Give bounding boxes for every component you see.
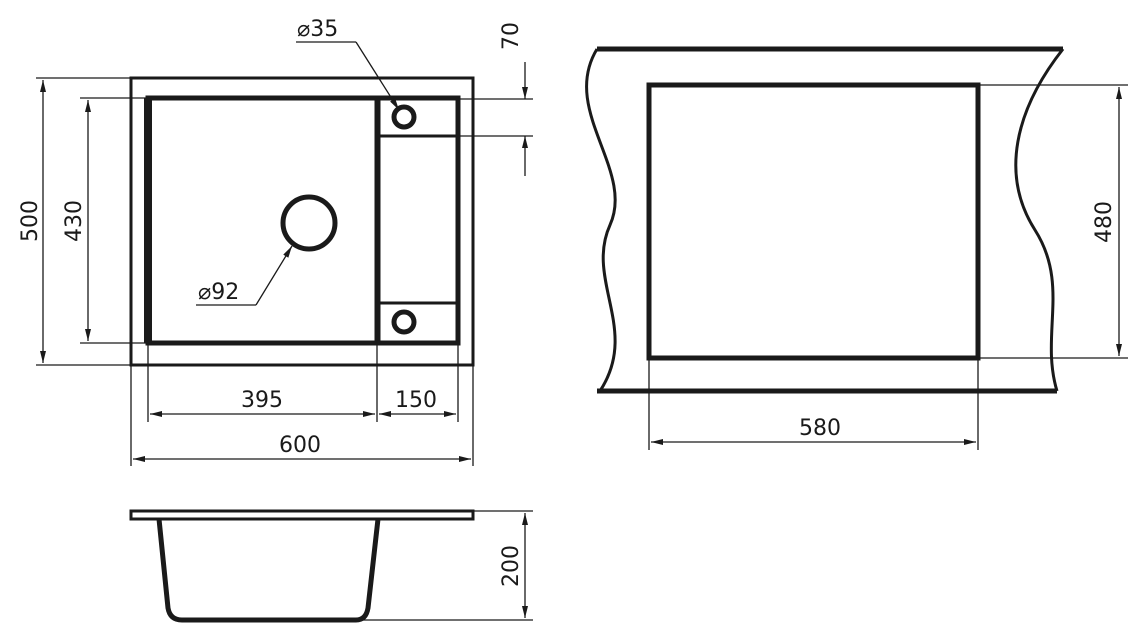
drainer-shelf-outline (375, 95, 461, 346)
bowl-height-label: 200 (499, 545, 524, 587)
bowl-width-label: 395 (241, 388, 283, 413)
drain-diameter-label: 92 (211, 280, 239, 305)
bowl-profile (156, 518, 381, 623)
svg-text:⌀92: ⌀92 (198, 280, 239, 305)
cutout-view (585, 46, 1065, 394)
cutout-width-label: 580 (799, 416, 841, 441)
dimension-top-offset: 70 (458, 22, 533, 176)
dimension-overall-depth: 500 (18, 77, 131, 366)
overall-width-label: 600 (279, 433, 321, 458)
dimension-bowl-depth: 430 (62, 97, 148, 344)
drain-hole (280, 194, 338, 252)
sink-outer-outline (129, 76, 475, 367)
countertop-break-left (585, 48, 617, 392)
tap-hole-diameter-symbol: ⌀ (297, 17, 310, 42)
cutout-opening (646, 82, 981, 361)
overflow-hole (391, 309, 417, 335)
sink-rim-profile (129, 509, 475, 521)
main-bowl-outline (145, 95, 380, 346)
bowl-depth-label: 430 (62, 200, 87, 242)
top-offset-label: 70 (499, 22, 524, 50)
shelf-width-label: 150 (395, 388, 437, 413)
dimension-cutout-depth: 480 (978, 84, 1128, 359)
overall-depth-label: 500 (18, 200, 43, 242)
dimension-bowl-and-shelf-width: 395 150 (147, 343, 459, 422)
tap-hole (391, 104, 417, 130)
side-view (129, 509, 475, 623)
tap-hole-diameter-label: 35 (310, 17, 338, 42)
dimension-cutout-width: 580 (648, 358, 979, 450)
dimension-bowl-height: 200 (360, 510, 533, 621)
drain-diameter-symbol: ⌀ (198, 280, 211, 305)
cutout-depth-label: 480 (1092, 201, 1117, 243)
dimension-drain-hole: ⌀92 (196, 245, 293, 306)
top-view (129, 76, 475, 367)
dimension-tap-hole: ⌀35 (296, 17, 400, 111)
dimension-overall-width: 600 (130, 365, 474, 466)
countertop-break-right (1014, 48, 1065, 392)
svg-text:⌀35: ⌀35 (297, 17, 338, 42)
